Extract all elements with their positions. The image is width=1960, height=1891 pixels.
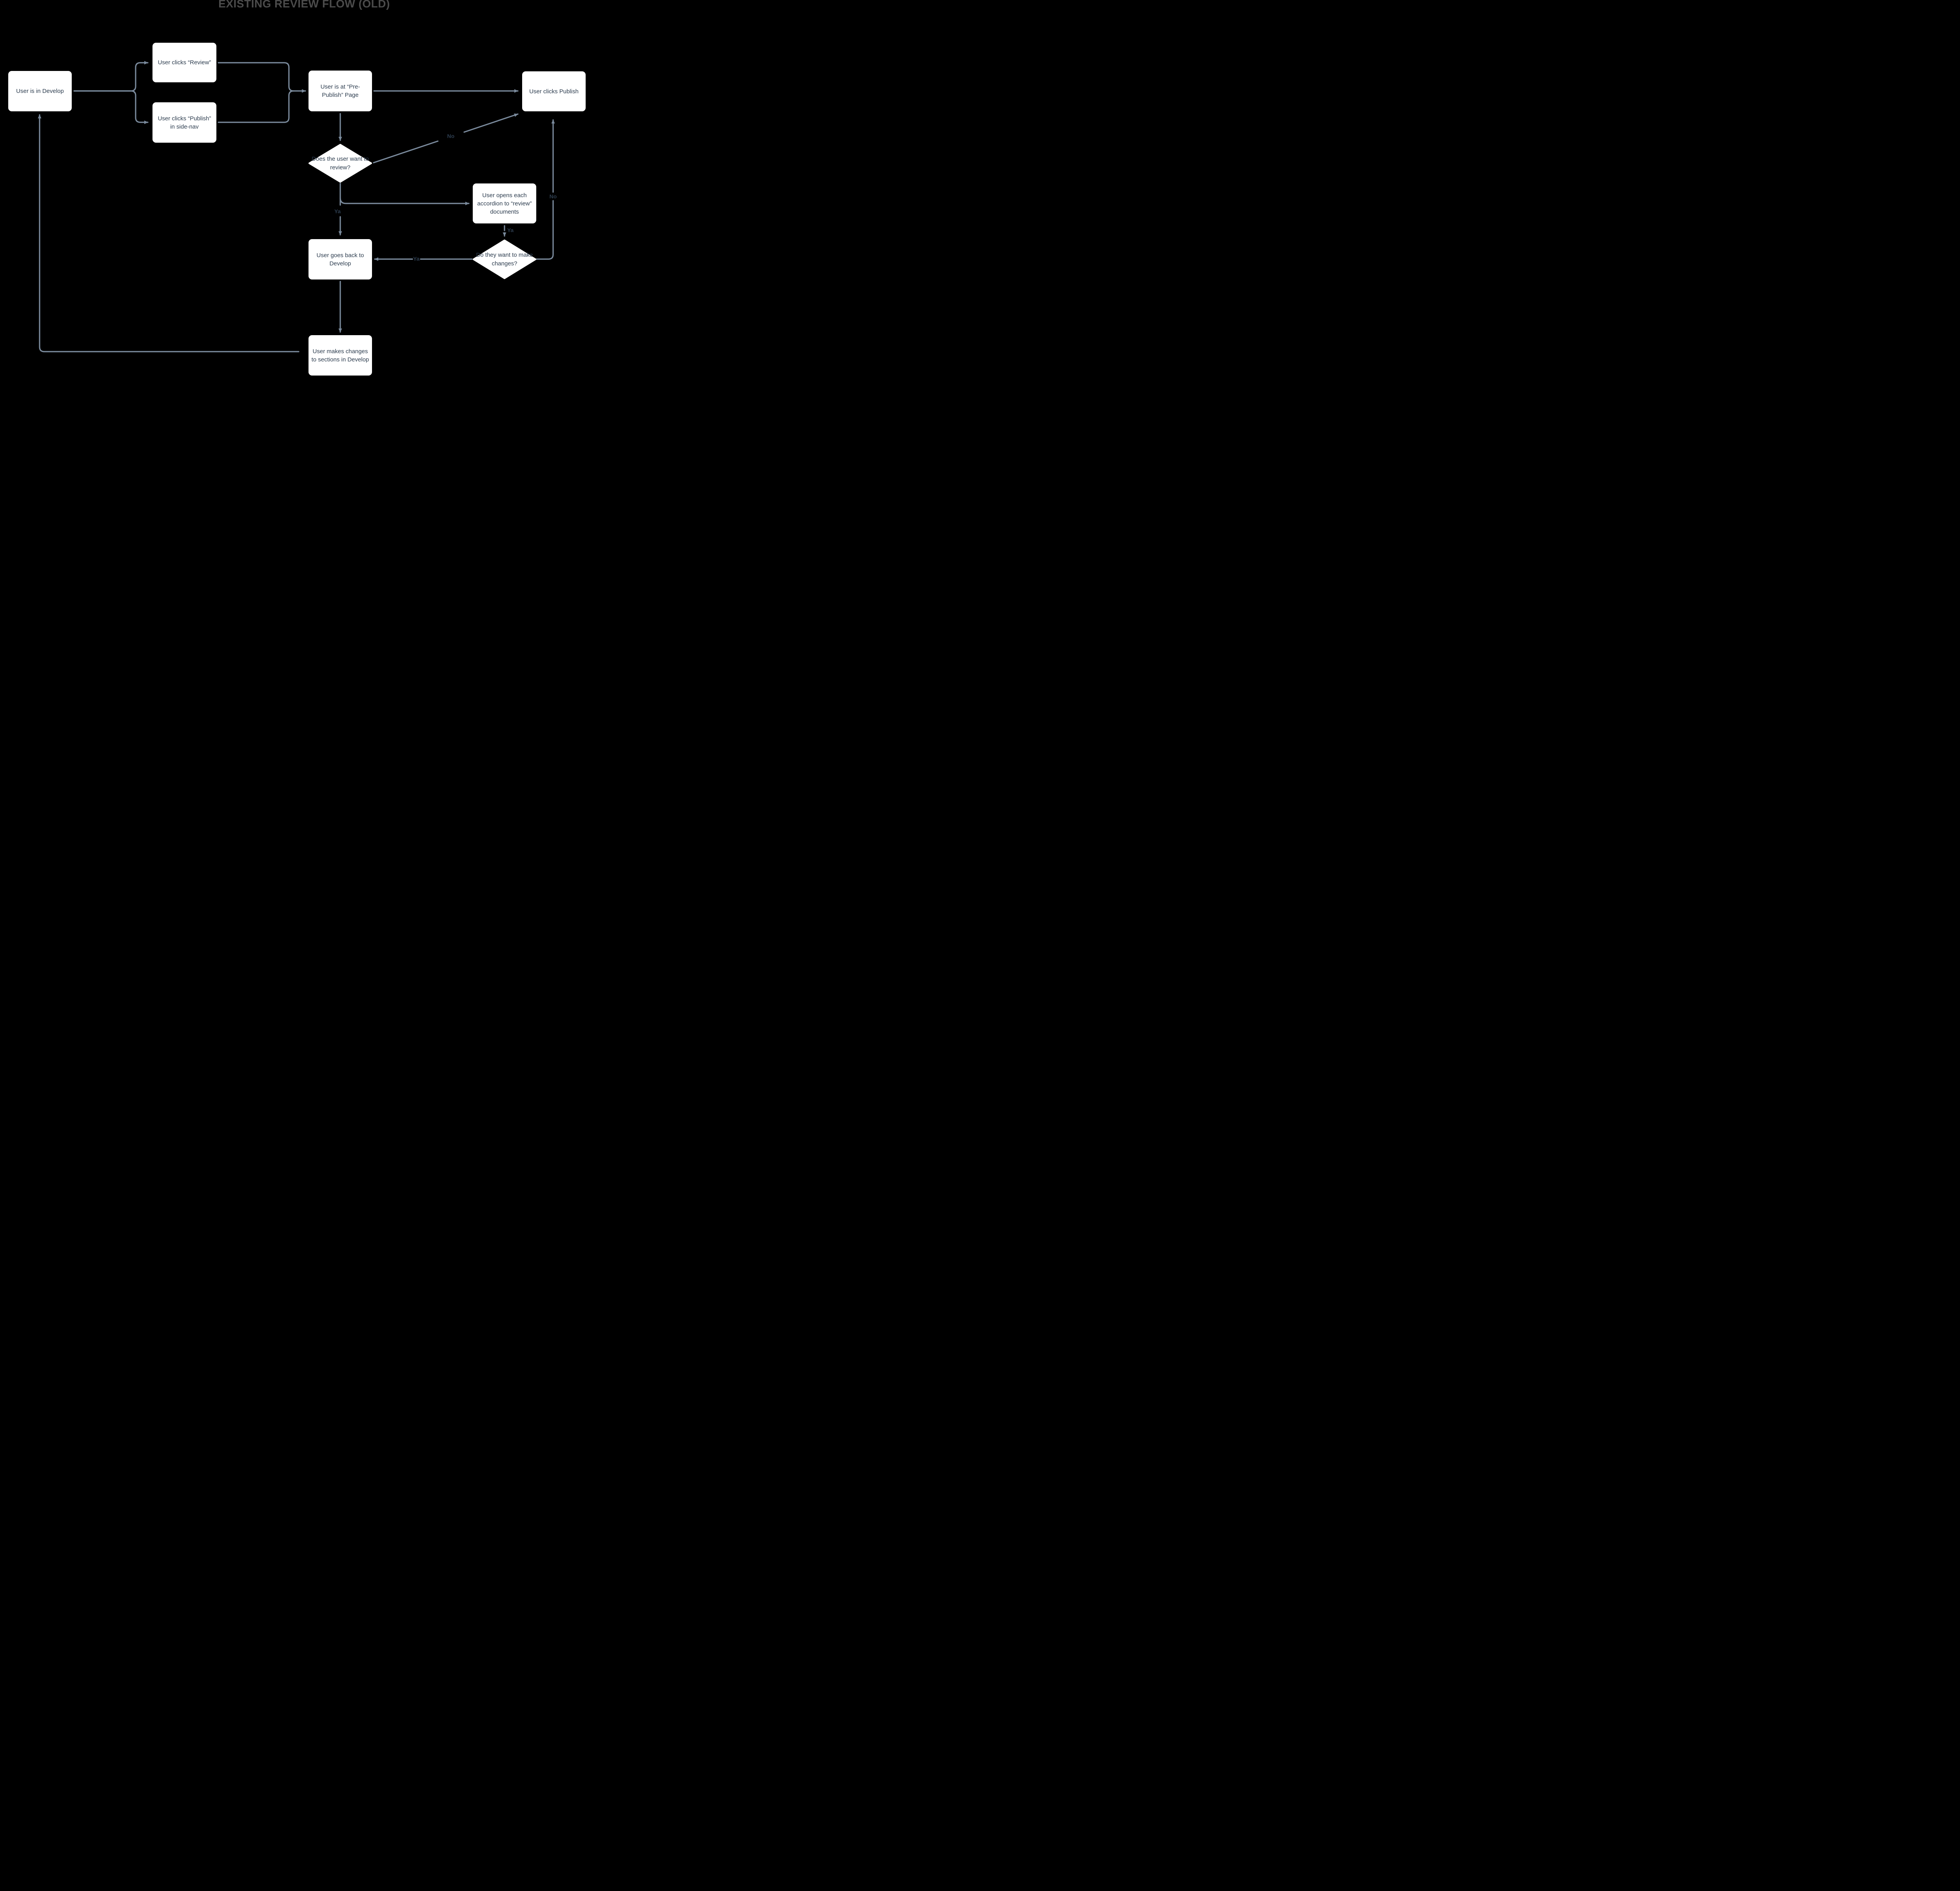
node-label: User makes changes to sections in Develo… <box>311 348 369 363</box>
diamond-shape <box>473 240 536 279</box>
flowchart-canvas: EXISTING REVIEW FLOW (OLD) User is in De… <box>0 0 593 378</box>
edge-label-ya-make-changes: Ya <box>413 256 420 262</box>
node-user-opens-accordions: User opens each accordion to “review” do… <box>473 183 536 223</box>
edge-diamond1-no-segment2 <box>463 113 519 133</box>
node-user-goes-back-to-develop: User goes back to Develop <box>309 239 372 279</box>
node-user-makes-changes: User makes changes to sections in Develo… <box>309 335 372 376</box>
node-user-clicks-publish-sidenav: User clicks “Publish” in side-nav <box>152 102 216 143</box>
edge-diamond2-no-segment1 <box>535 200 554 260</box>
node-label: User opens each accordion to “review” do… <box>477 192 532 215</box>
edge-diamond1-to-accordion <box>339 197 470 205</box>
edge-label-ya-review: Ya <box>334 208 341 214</box>
node-user-at-prepublish-page: User is at “Pre-Publish” Page <box>309 71 372 111</box>
edge-label-no-make-changes: No <box>549 193 557 200</box>
node-label: User goes back to Develop <box>316 252 364 267</box>
edge-label-no-skip-review: No <box>447 133 455 139</box>
diamond-shape <box>309 144 372 183</box>
edge-review-to-prepublish <box>218 62 306 93</box>
node-label: User is in Develop <box>16 88 64 94</box>
node-user-is-in-develop: User is in Develop <box>8 71 72 111</box>
node-label: User is at “Pre-Publish” Page <box>320 83 360 98</box>
connector-layer <box>38 61 555 352</box>
edge-diamond1-no-segment1 <box>373 140 439 163</box>
edge-sidenav-to-prepublish <box>218 90 294 123</box>
decision-does-user-want-to-review: Does the user want to review? <box>309 144 372 183</box>
edge-changes-return-to-develop <box>38 114 299 352</box>
edge-label-ya-open-accordion: Ya <box>507 227 514 233</box>
node-user-clicks-publish: User clicks Publish <box>522 71 586 111</box>
node-user-clicks-review: User clicks “Review” <box>152 43 216 82</box>
decision-do-they-want-changes: Do they want to make changes? <box>473 240 536 279</box>
page-title: EXISTING REVIEW FLOW (OLD) <box>218 0 390 10</box>
decision-label: Does the user want to review? <box>312 155 369 171</box>
node-label: User clicks “Publish” in side-nav <box>158 115 211 130</box>
edge-develop-to-review <box>73 61 149 92</box>
decision-label: Do they want to make changes? <box>476 251 533 267</box>
edge-develop-to-sidenav <box>73 90 149 124</box>
node-label: User clicks “Review” <box>158 59 211 66</box>
node-label: User clicks Publish <box>529 88 579 95</box>
